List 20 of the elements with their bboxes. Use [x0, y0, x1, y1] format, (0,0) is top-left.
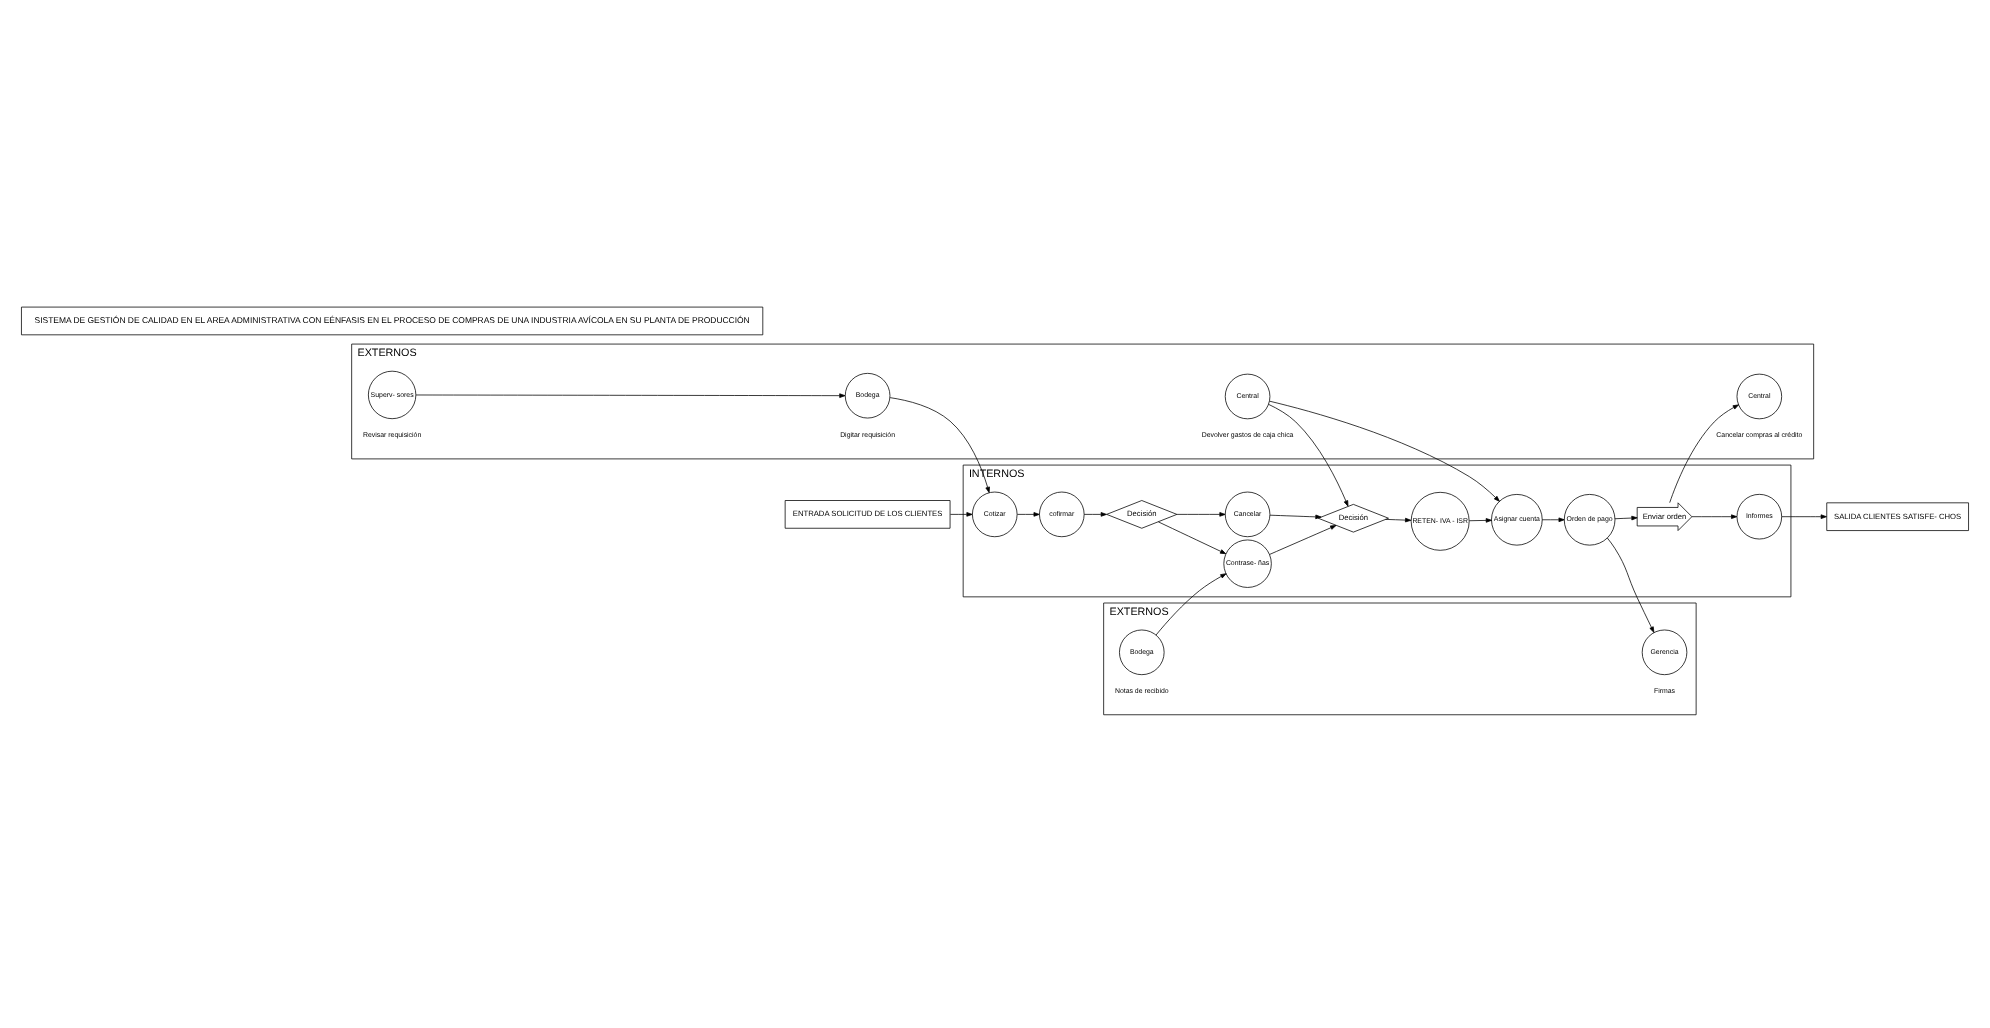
arrow — [1158, 521, 1227, 555]
arrow — [1083, 512, 1107, 517]
arrow — [950, 512, 973, 517]
arrow — [1269, 400, 1500, 502]
arrow — [1016, 512, 1040, 517]
arrow — [889, 397, 990, 493]
arrow — [1541, 517, 1565, 523]
arrow — [1669, 404, 1739, 503]
arrow — [1155, 573, 1227, 636]
arrow — [1691, 514, 1738, 519]
arrow — [415, 393, 846, 398]
arrow — [1614, 515, 1638, 521]
arrow — [1269, 514, 1322, 520]
arrow — [1781, 514, 1827, 519]
arrow — [1468, 518, 1492, 523]
arrow — [1269, 525, 1337, 555]
arrow — [1268, 403, 1349, 507]
arrow — [1385, 517, 1412, 523]
arrow — [1176, 512, 1226, 517]
arrow — [1606, 537, 1655, 633]
